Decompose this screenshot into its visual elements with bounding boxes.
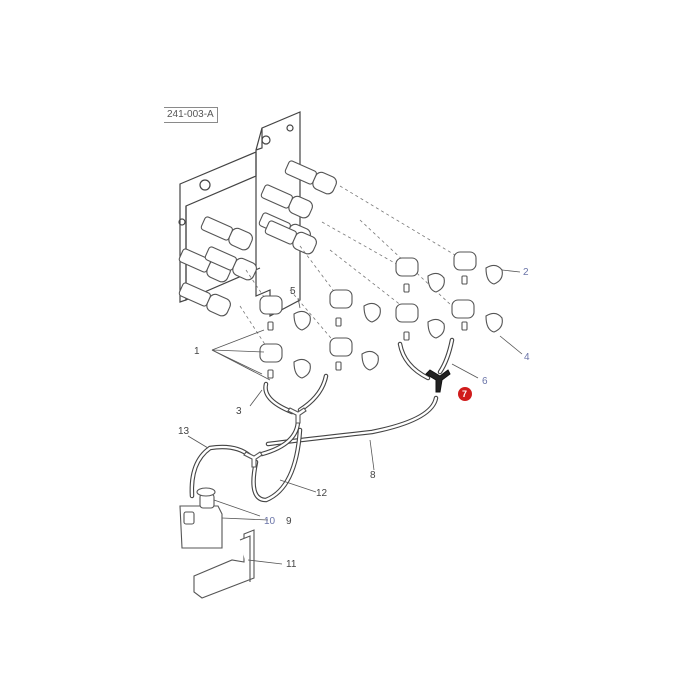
coupler bbox=[264, 220, 317, 255]
callout-13[interactable]: 13 bbox=[178, 426, 190, 437]
coupler bbox=[260, 184, 313, 219]
callout-8[interactable]: 8 bbox=[370, 470, 376, 481]
coupler bbox=[200, 216, 253, 251]
callout-1[interactable]: 1 bbox=[194, 346, 200, 357]
coupler bbox=[284, 160, 337, 195]
reservoir-bottle bbox=[179, 487, 223, 549]
callout-6[interactable]: 6 bbox=[482, 376, 488, 387]
mounting-bracket bbox=[178, 111, 301, 317]
callout-5[interactable]: 5 bbox=[290, 286, 296, 297]
callout-4[interactable]: 4 bbox=[524, 352, 530, 363]
coupler-end bbox=[259, 295, 311, 331]
reservoir-bracket bbox=[193, 529, 255, 599]
coupler bbox=[178, 248, 231, 283]
leader-lines bbox=[187, 269, 523, 565]
coupler-end bbox=[329, 337, 379, 371]
callout-11[interactable]: 11 bbox=[286, 559, 297, 570]
hose-network bbox=[189, 337, 455, 503]
tee-fittings bbox=[243, 369, 451, 468]
callout-3[interactable]: 3 bbox=[236, 406, 242, 417]
coupler-end bbox=[259, 343, 311, 379]
callout-9[interactable]: 9 bbox=[286, 516, 292, 527]
tee-fitting-highlighted bbox=[425, 369, 451, 393]
callouts: 1 2 3 4 5 6 8 9 10 11 12 13 bbox=[178, 267, 530, 570]
highlighted-callout-label: 7 bbox=[462, 389, 467, 399]
coupler-ends bbox=[259, 251, 503, 379]
coupler-end bbox=[451, 299, 503, 333]
callout-2[interactable]: 2 bbox=[523, 267, 529, 278]
coupler-bank bbox=[178, 160, 337, 317]
highlighted-callout-7[interactable]: 7 bbox=[458, 387, 472, 401]
coupler-end bbox=[395, 303, 445, 341]
coupler bbox=[204, 246, 257, 281]
coupler-end bbox=[453, 251, 503, 285]
callout-10[interactable]: 10 bbox=[264, 516, 276, 527]
callout-12[interactable]: 12 bbox=[316, 488, 328, 499]
coupler bbox=[178, 282, 231, 317]
coupler-end bbox=[395, 257, 445, 293]
drawing-reference-code: 241-003-A bbox=[164, 107, 218, 123]
coupler-end bbox=[329, 289, 381, 327]
